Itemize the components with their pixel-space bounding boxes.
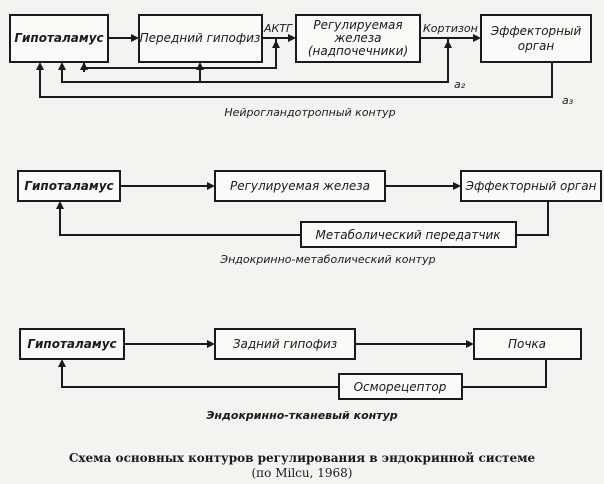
contour-label-3: Эндокринно-тканевый контур — [206, 409, 397, 422]
hypothalamus-label-1: Гипоталамус — [14, 31, 103, 45]
figure-caption-source: (по Milcu, 1968) — [252, 466, 353, 480]
kidney-label: Почка — [508, 337, 546, 351]
gland-label-line1: Регулируемая — [313, 18, 402, 32]
a2-label: a₂ — [454, 78, 466, 91]
arrowhead-hyp-to-pituitary — [131, 34, 139, 42]
regulated-gland-label: Регулируемая железа — [230, 179, 370, 193]
arrowhead-feedback-2 — [56, 201, 64, 209]
hypothalamus-box-1 — [9, 14, 109, 63]
cortisol-label: Кортизон — [423, 22, 478, 35]
arrowhead-feedback-3 — [58, 359, 66, 367]
regulated-gland-box — [214, 170, 386, 202]
hypothalamus-label-2: Гипоталамус — [24, 179, 113, 193]
hypothalamus-label-3: Гипоталамус — [27, 337, 116, 351]
endocrine-tissue-diagram: Гипоталамус Задний гипофиз Почка Осморец… — [19, 328, 582, 422]
arrowhead-a2-hyp — [58, 62, 66, 70]
actg-label: АКТГ — [263, 22, 293, 35]
effector-to-transmitter-line — [516, 201, 549, 236]
gland-label-line2: железа — [334, 31, 382, 45]
arrowhead-pituitary-to-gland — [288, 34, 296, 42]
arrowhead-a1-tail — [272, 40, 280, 48]
kidney-to-osmo-line — [462, 359, 547, 388]
contour-label-2: Эндокринно-метаболический контур — [219, 253, 435, 266]
effector-label-line2: орган — [518, 39, 555, 53]
gland-label-line3: (надпочечники) — [308, 44, 408, 58]
anterior-pituitary-label: Передний гипофиз — [140, 31, 261, 45]
transmitter-to-hyp-line — [59, 209, 301, 236]
arrowhead-gland-to-effector-2 — [453, 182, 461, 190]
arrowhead-a2-pituitary — [196, 62, 204, 70]
feedback-a3-line — [39, 62, 553, 98]
anterior-pituitary-box — [138, 14, 263, 63]
hypothalamus-box-3 — [19, 328, 125, 360]
a3-label: a₃ — [562, 94, 574, 107]
osmo-to-hyp-line — [61, 367, 339, 388]
feedback-a2-line — [61, 38, 449, 83]
arrowhead-a2-tail — [444, 40, 452, 48]
adrenal-gland-box — [295, 14, 421, 63]
arrowhead-a3 — [36, 62, 44, 70]
figure-caption-title: Схема основных контуров регулирования в … — [69, 451, 536, 465]
arrowhead-gland-to-effector — [473, 34, 481, 42]
effector-organ-label-2: Эффекторный орган — [465, 179, 597, 193]
effector-organ-box-2 — [460, 170, 602, 202]
arrowhead-hyp-to-posterior — [207, 340, 215, 348]
arrowhead-a1 — [80, 62, 88, 70]
hypothalamus-box-2 — [17, 170, 121, 202]
contour-label-1: Нейрогландотропный контур — [224, 106, 395, 119]
arrowhead-posterior-to-kidney — [466, 340, 474, 348]
metabolic-transmitter-label: Метаболический передатчик — [315, 228, 501, 242]
endocrine-metabolic-diagram: Гипоталамус Регулируемая железа Эффектор… — [17, 170, 602, 266]
effector-organ-box-1 — [480, 14, 592, 63]
osmoreceptor-label: Осморецептор — [354, 380, 447, 394]
effector-label-line1: Эффекторный — [490, 24, 582, 38]
arrowhead-hyp-to-gland-2 — [207, 182, 215, 190]
posterior-pituitary-label: Задний гипофиз — [233, 337, 337, 351]
neuroglandotropic-diagram: Гипоталамус Передний гипофиз Регулируема… — [9, 14, 592, 119]
